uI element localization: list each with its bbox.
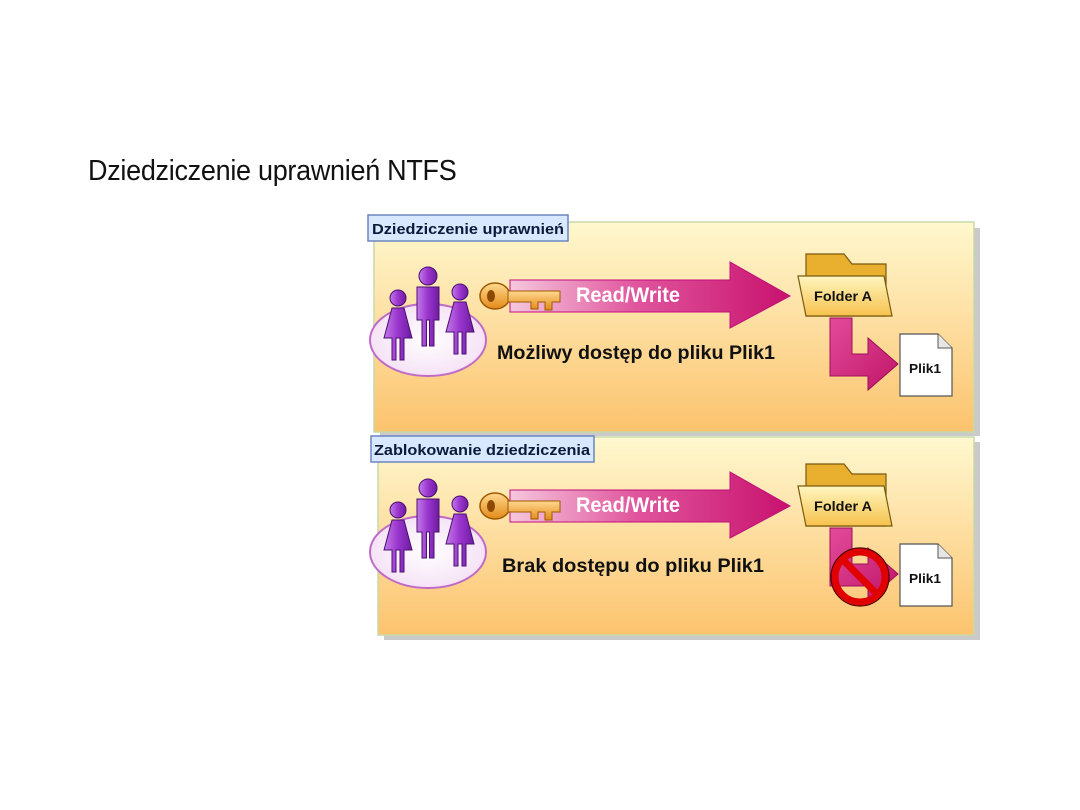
panel-inheritance: Dziedziczenie uprawnień Read/Write Możli… <box>367 214 980 436</box>
file-label: Plik1 <box>909 571 941 586</box>
folder-label: Folder A <box>814 498 872 514</box>
panel-blocked: Zablokowanie dziedziczenia Read/Write Br… <box>369 435 980 640</box>
access-message: Możliwy dostęp do pliku Plik1 <box>497 343 775 364</box>
inheritance-arrow <box>829 317 899 392</box>
file-icon: Plik1 <box>899 543 953 607</box>
user-group-icon <box>369 266 487 377</box>
permission-arrow: Read/Write <box>509 471 792 539</box>
file-icon: Plik1 <box>899 333 953 397</box>
permission-arrow: Read/Write <box>509 261 792 329</box>
key-icon <box>479 282 561 311</box>
key-icon <box>479 492 561 521</box>
folder-icon: Folder A <box>797 463 893 527</box>
user-group-icon <box>369 478 487 589</box>
page-title: Dziedziczenie uprawnień NTFS <box>88 155 457 187</box>
panel-label-tag: Zablokowanie dziedziczenia <box>370 435 595 463</box>
permission-label: Read/Write <box>576 284 680 307</box>
file-label: Plik1 <box>909 361 941 376</box>
panel-label: Dziedziczenie uprawnień <box>372 221 564 238</box>
panel-label-tag: Dziedziczenie uprawnień <box>367 214 569 242</box>
access-message: Brak dostępu do pliku Plik1 <box>502 556 764 577</box>
folder-icon: Folder A <box>797 253 893 317</box>
panel-label: Zablokowanie dziedziczenia <box>374 442 591 459</box>
no-entry-icon <box>830 547 890 607</box>
permission-label: Read/Write <box>576 494 680 517</box>
folder-label: Folder A <box>814 288 872 304</box>
